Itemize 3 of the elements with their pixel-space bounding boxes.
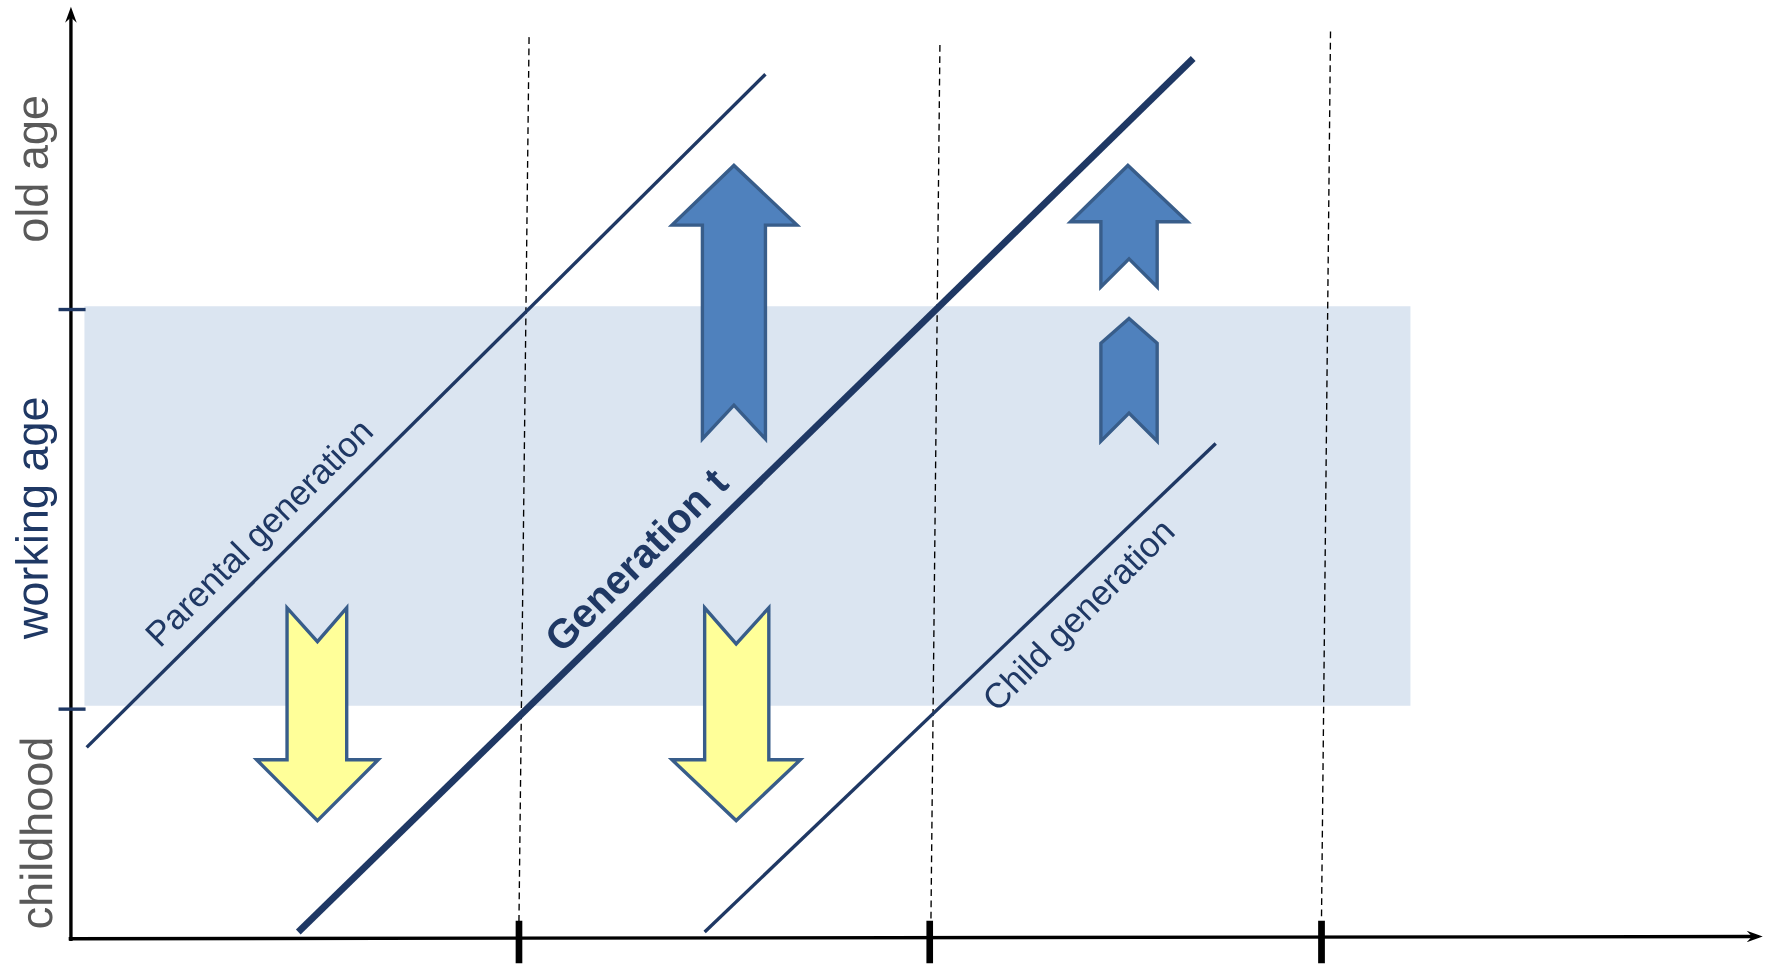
axis-label: working age [15, 398, 57, 640]
axis-label: childhood [19, 739, 53, 928]
axis-label: old age [15, 97, 57, 242]
